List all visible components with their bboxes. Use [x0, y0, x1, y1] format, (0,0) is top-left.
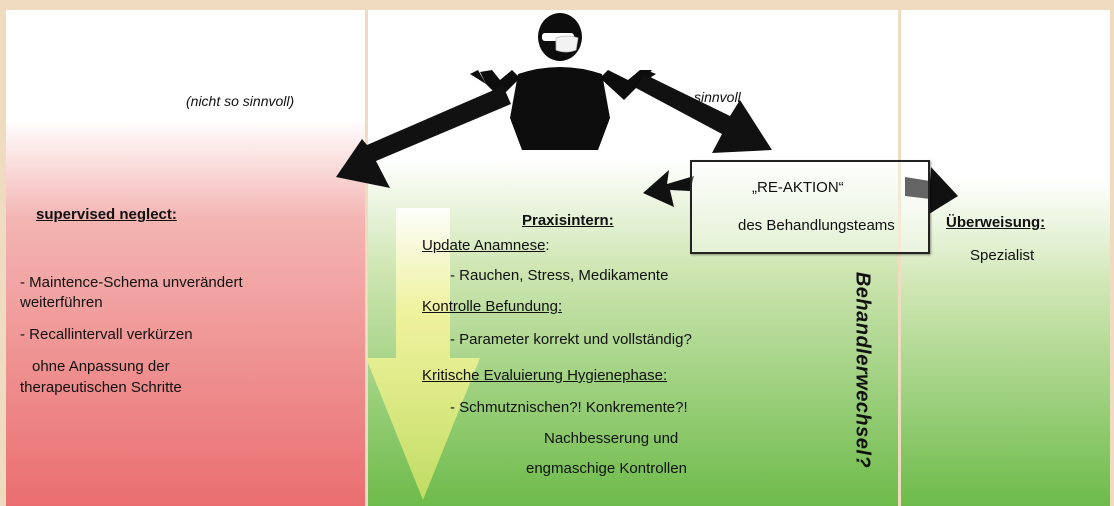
item-rauchen-stress: - Rauchen, Stress, Medikamente: [450, 267, 669, 284]
heading-ueberweisung: Überweisung:: [946, 214, 1046, 231]
section-kritische-evaluierung: Kritische Evaluierung Hygienephase:: [422, 367, 668, 384]
panel-ueberweisung: [901, 10, 1110, 506]
section-update-anamnese-title: Update Anamnese: [422, 237, 546, 254]
left-item-3: ohne Anpassung der: [32, 358, 170, 375]
vertical-label-behandlerwechsel: Behandlerwechsel?: [851, 271, 874, 469]
left-item-3-cont: therapeutischen Schritte: [20, 379, 182, 396]
left-item-1: - Maintence-Schema unverändert: [20, 274, 243, 291]
heading-supervised-neglect: supervised neglect:: [36, 206, 177, 223]
section-update-anamnese: Update Anamnese:: [422, 236, 550, 255]
arrow-to-praxisintern-icon: [643, 170, 694, 207]
panel-supervised-neglect: [6, 10, 365, 506]
arrow-right-path-icon: [636, 74, 772, 153]
arrow-left-path-icon: [336, 86, 511, 188]
down-arrow-icon: [366, 208, 480, 500]
item-nachbesserung: Nachbesserung und: [544, 430, 679, 447]
item-spezialist: Spezialist: [970, 247, 1035, 264]
label-not-so-useful: (nicht so sinnvoll): [186, 93, 295, 109]
item-parameter: - Parameter korrekt und vollständig?: [450, 331, 692, 348]
reaction-title: „RE-AKTION“: [752, 179, 844, 196]
label-useful: sinnvoll: [694, 89, 741, 105]
left-item-2: - Recallintervall verkürzen: [20, 326, 193, 343]
item-engmaschige-kontrollen: engmaschige Kontrollen: [526, 460, 687, 477]
heading-praxisintern: Praxisintern:: [522, 212, 614, 229]
reaction-box: [690, 160, 930, 254]
item-schmutznischen: - Schmutznischen?! Konkremente?!: [450, 399, 688, 416]
reaction-subtitle: des Behandlungsteams: [738, 217, 895, 234]
arrow-to-ueberweisung-icon: [905, 167, 958, 214]
panel-praxisintern: [368, 10, 898, 506]
face-mask-icon: [542, 33, 579, 53]
section-update-anamnese-colon: :: [545, 237, 550, 254]
left-item-1-cont: weiterführen: [20, 294, 103, 311]
section-kontrolle-befundung: Kontrolle Befundung:: [422, 298, 563, 315]
